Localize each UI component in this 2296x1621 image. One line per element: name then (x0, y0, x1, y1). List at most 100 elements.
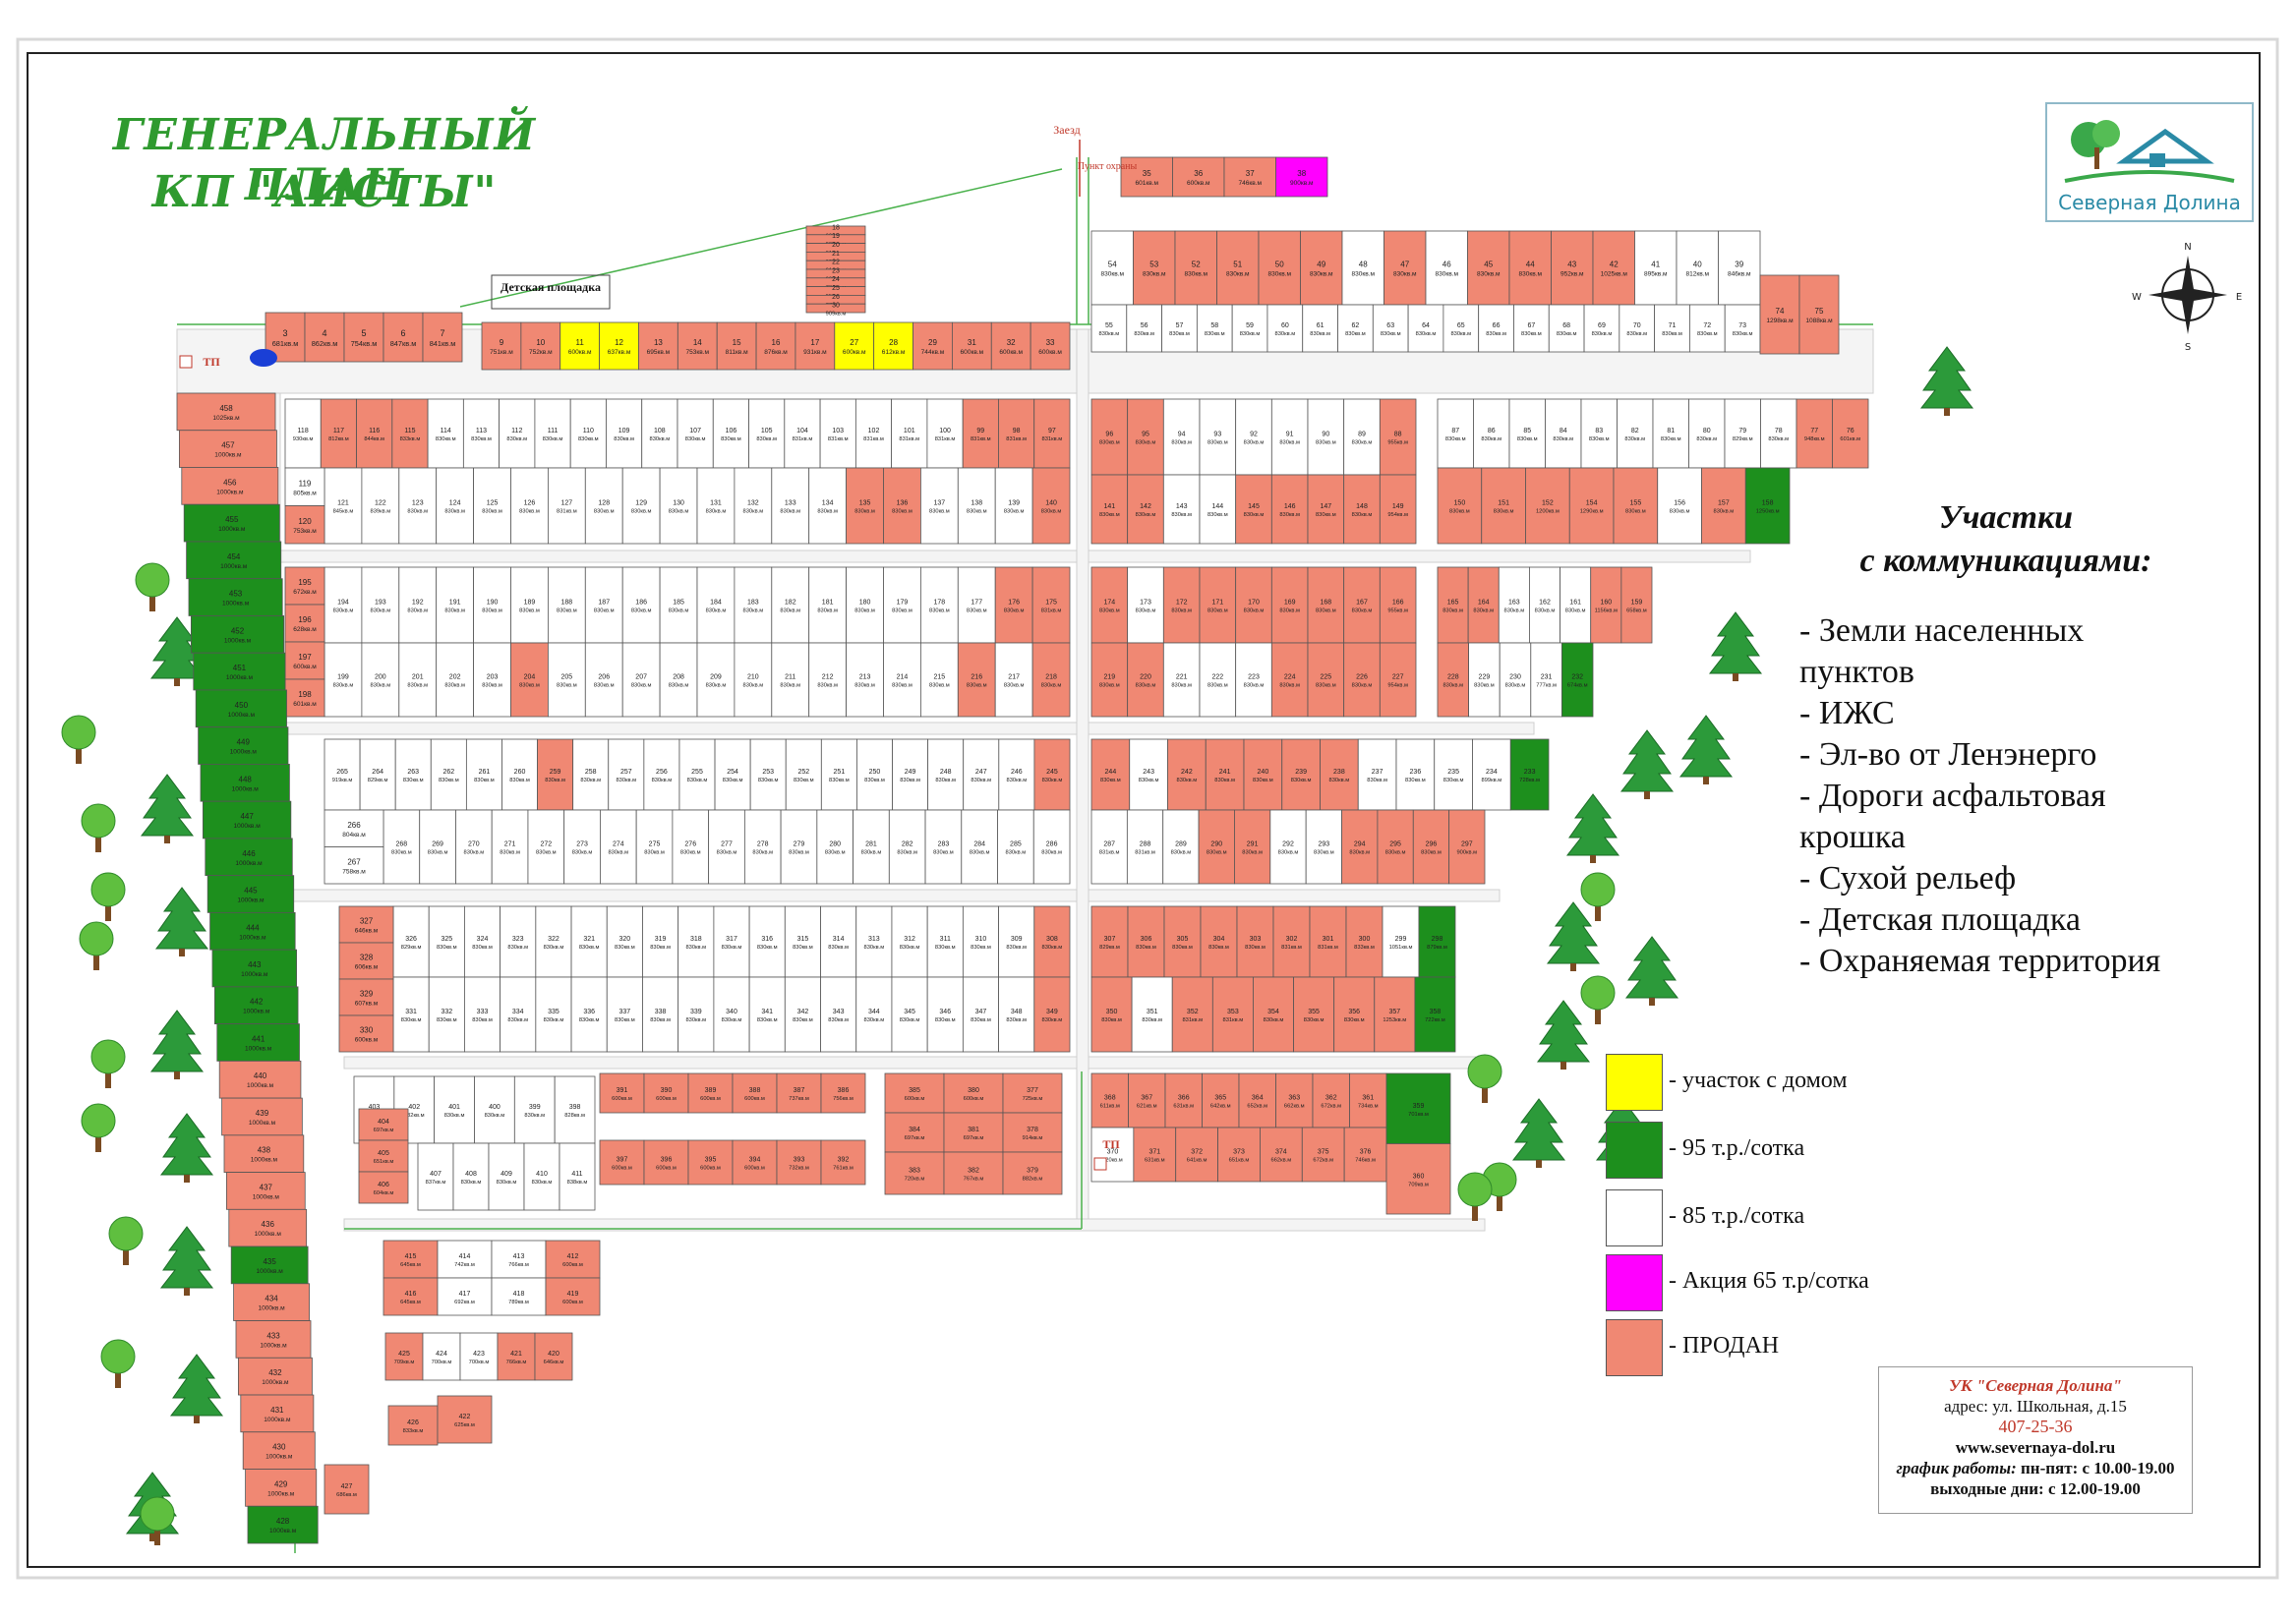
plot-shape[interactable] (1529, 566, 1560, 644)
plot-shape[interactable] (873, 321, 913, 371)
plot-shape[interactable] (1090, 566, 1129, 644)
plot-shape[interactable] (572, 738, 610, 811)
plot-shape[interactable] (1379, 566, 1417, 644)
plot-shape[interactable] (1164, 1072, 1203, 1129)
plot-shape[interactable] (771, 467, 810, 545)
plot-shape[interactable] (1561, 642, 1594, 718)
plot-shape[interactable] (748, 976, 786, 1053)
plot-shape[interactable] (998, 738, 1035, 811)
plot-shape[interactable] (428, 976, 465, 1053)
plot-shape[interactable] (854, 398, 893, 469)
plot-shape[interactable] (1235, 642, 1272, 718)
plot-shape[interactable] (1760, 398, 1797, 469)
plot-shape[interactable] (1580, 398, 1618, 469)
plot-shape[interactable] (1266, 304, 1304, 353)
plot-shape[interactable] (1498, 566, 1530, 644)
plot-shape[interactable] (1199, 474, 1237, 545)
plot-shape[interactable] (1744, 467, 1791, 545)
plot-shape[interactable] (621, 467, 661, 545)
plot-shape[interactable] (284, 467, 325, 506)
plot-shape[interactable] (846, 642, 884, 718)
plot-shape[interactable] (1162, 642, 1201, 718)
plot-shape[interactable] (913, 321, 953, 371)
plot-shape[interactable] (436, 642, 475, 718)
plot-shape[interactable] (398, 642, 438, 718)
plot-shape[interactable] (696, 642, 736, 718)
plot-shape[interactable] (1341, 230, 1384, 306)
plot-shape[interactable] (600, 809, 637, 885)
plot-shape[interactable] (659, 642, 698, 718)
plot-shape[interactable] (430, 738, 467, 811)
plot-shape[interactable] (1167, 738, 1207, 811)
plot-shape[interactable] (1033, 905, 1071, 978)
plot-shape[interactable] (559, 321, 601, 371)
plot-shape[interactable] (324, 738, 361, 811)
plot-shape[interactable] (228, 1208, 308, 1247)
plot-shape[interactable] (1171, 976, 1213, 1053)
plot-shape[interactable] (452, 1142, 490, 1211)
plot-shape[interactable] (422, 1332, 461, 1381)
contact-phone[interactable]: 407-25-36 (1998, 1417, 2073, 1436)
plot-shape[interactable] (1372, 304, 1409, 353)
plot-shape[interactable] (497, 1332, 536, 1381)
plot-shape[interactable] (501, 738, 538, 811)
plot-shape[interactable] (1272, 905, 1311, 978)
plot-shape[interactable] (1127, 398, 1164, 476)
plot-shape[interactable] (998, 398, 1035, 469)
plot-shape[interactable] (1798, 274, 1840, 355)
